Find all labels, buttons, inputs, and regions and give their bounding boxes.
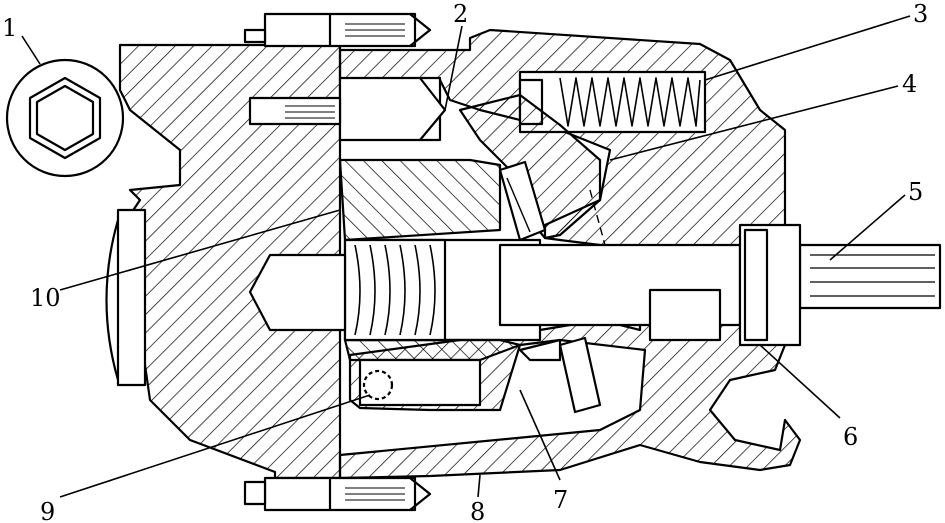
pilot-pin xyxy=(248,253,347,332)
control-spring xyxy=(559,77,701,127)
label-4: 4 xyxy=(902,70,917,98)
label-2: 2 xyxy=(453,0,468,28)
piston-rod xyxy=(248,96,342,126)
label-7: 7 xyxy=(553,486,568,514)
label-5: 5 xyxy=(908,178,923,206)
retainer xyxy=(518,338,562,362)
label-10: 10 xyxy=(30,284,61,312)
cylinder-block-lower xyxy=(343,338,522,362)
upper-bearing xyxy=(498,160,547,242)
label-6: 6 xyxy=(843,423,858,451)
label-3: 3 xyxy=(913,0,928,28)
label-1: 1 xyxy=(2,14,17,42)
barrel-spring-seat xyxy=(343,238,447,342)
bottom-bolt-thread xyxy=(345,487,405,501)
hex-plug xyxy=(5,58,125,178)
lower-bearing xyxy=(558,336,602,414)
barrel-spring xyxy=(354,244,436,336)
piston-ball xyxy=(362,369,394,401)
label-8: 8 xyxy=(470,498,485,523)
shaft-bearing xyxy=(743,228,769,342)
cylinder-block xyxy=(338,158,502,242)
label-9: 9 xyxy=(40,498,55,523)
top-bolt-thread xyxy=(345,23,405,37)
end-plug xyxy=(116,208,147,387)
swashplate xyxy=(458,93,602,240)
spline-lines xyxy=(810,254,935,297)
leader-lines xyxy=(21,15,911,498)
